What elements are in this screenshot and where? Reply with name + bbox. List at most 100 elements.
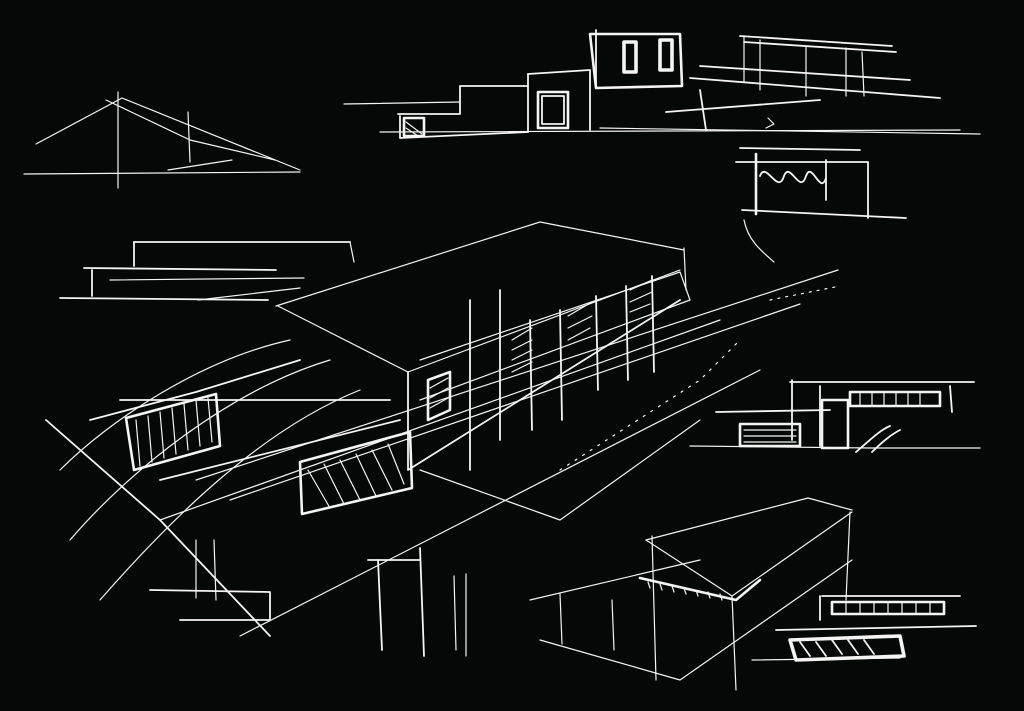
center-window-inner	[541, 95, 565, 125]
facade-band	[419, 271, 691, 401]
box-left-edge	[651, 535, 657, 681]
small-ground-line	[775, 625, 977, 631]
glazing-panel-1	[426, 370, 452, 422]
curve-1	[59, 339, 291, 471]
left-wing-glazing	[124, 392, 222, 472]
left-wing-roof	[89, 359, 301, 421]
roof-slope	[35, 97, 301, 171]
upper-window-2	[658, 38, 674, 72]
dotted-path	[559, 339, 741, 471]
roof-corner	[683, 247, 687, 291]
left-volume-hatch-lines	[405, 121, 423, 137]
landscape-line-3	[159, 319, 721, 521]
terrace-scribble	[855, 425, 901, 453]
roof-line-2	[743, 41, 897, 53]
box-outline	[735, 161, 869, 219]
stacked-slab-sketch	[59, 241, 355, 301]
center-window	[536, 90, 570, 130]
box-base	[741, 209, 907, 219]
deck-lines	[665, 89, 821, 131]
columns-front	[377, 547, 425, 657]
upper-window-1	[622, 40, 638, 74]
roof-line-3	[699, 65, 911, 81]
landscape-line-4	[239, 369, 761, 637]
inner-stroke	[167, 159, 233, 171]
terrace-roof-low	[715, 409, 831, 413]
small-window-band	[830, 600, 946, 616]
slab-middle-2	[109, 277, 305, 281]
front-facade	[407, 299, 681, 471]
left-volume-hatch	[402, 116, 426, 138]
elevation-sketch-bottom	[751, 595, 977, 662]
box-roof-back	[645, 497, 853, 541]
curve-2	[69, 359, 331, 541]
center-volume	[527, 69, 591, 131]
section-box-sketch	[735, 147, 907, 263]
glazing-hatch-2	[511, 327, 533, 373]
vertical-post-2	[187, 111, 191, 163]
leader-line	[743, 219, 775, 263]
box-right-edge	[845, 511, 851, 601]
terrace-base-lines	[743, 429, 797, 443]
left-wing-edge	[45, 419, 271, 637]
roof-inner-line	[105, 99, 276, 161]
terrace-posts	[791, 379, 953, 447]
facade-mullions	[469, 275, 655, 471]
box-fascia	[638, 576, 762, 602]
elevation-sketch-right	[689, 379, 981, 453]
lower-glazing	[298, 430, 414, 516]
box-top	[739, 147, 861, 151]
small-window-mullions	[845, 601, 931, 615]
landscape-line-5	[419, 419, 701, 521]
terrace-base-block	[738, 422, 802, 448]
ground-line	[23, 171, 301, 175]
terrace-window-band	[848, 390, 942, 408]
terrace-dark-block	[820, 398, 850, 450]
small-roof	[819, 595, 961, 621]
left-wing-hatch	[135, 397, 213, 467]
ground-line-c	[599, 127, 981, 135]
glazing-hatch-3	[567, 301, 593, 341]
elevation-sketch-top	[343, 29, 981, 139]
small-base-block	[788, 634, 906, 662]
box-roof-front	[645, 511, 853, 597]
slab-bottom-tail	[197, 287, 301, 301]
roof-posts	[743, 35, 865, 97]
ground-line-b	[379, 129, 961, 133]
roof-plane-back	[275, 221, 685, 307]
glazing-hatch-4	[629, 279, 653, 313]
slab-top-end	[349, 241, 355, 263]
roof-plane-front	[277, 269, 681, 373]
slab-bottom	[59, 297, 269, 301]
box-base-lines	[529, 559, 853, 681]
landscape-line-2	[229, 303, 801, 501]
small-base-line	[751, 657, 901, 661]
roof-line-4	[689, 77, 941, 99]
landscape-line-1	[195, 269, 839, 481]
left-volume-base	[399, 115, 529, 139]
main-axonometric-sketch	[45, 221, 841, 657]
roof-line-1	[739, 35, 893, 47]
roof-profile-sketch	[23, 91, 301, 189]
base-columns	[195, 539, 217, 601]
upper-box	[588, 32, 684, 90]
columns-right	[453, 573, 467, 657]
left-wing-fascia	[159, 419, 401, 481]
lower-glazing-hatch	[307, 443, 405, 509]
box-posts	[559, 593, 615, 651]
left-volume	[397, 85, 529, 115]
glazing-hatch-1	[429, 377, 449, 409]
ground-line-a	[343, 101, 461, 105]
dotted-path-2	[769, 285, 841, 301]
box-axonometric-sketch	[529, 497, 853, 691]
box-fascia-hatch	[647, 581, 723, 601]
deck-scribble	[765, 117, 775, 129]
base-platform	[149, 589, 271, 621]
small-base-hatch	[799, 639, 875, 657]
spring-scribble	[759, 170, 827, 185]
slab-middle	[83, 267, 277, 271]
curve-3	[99, 389, 361, 601]
terrace-window-mullions	[859, 391, 921, 407]
